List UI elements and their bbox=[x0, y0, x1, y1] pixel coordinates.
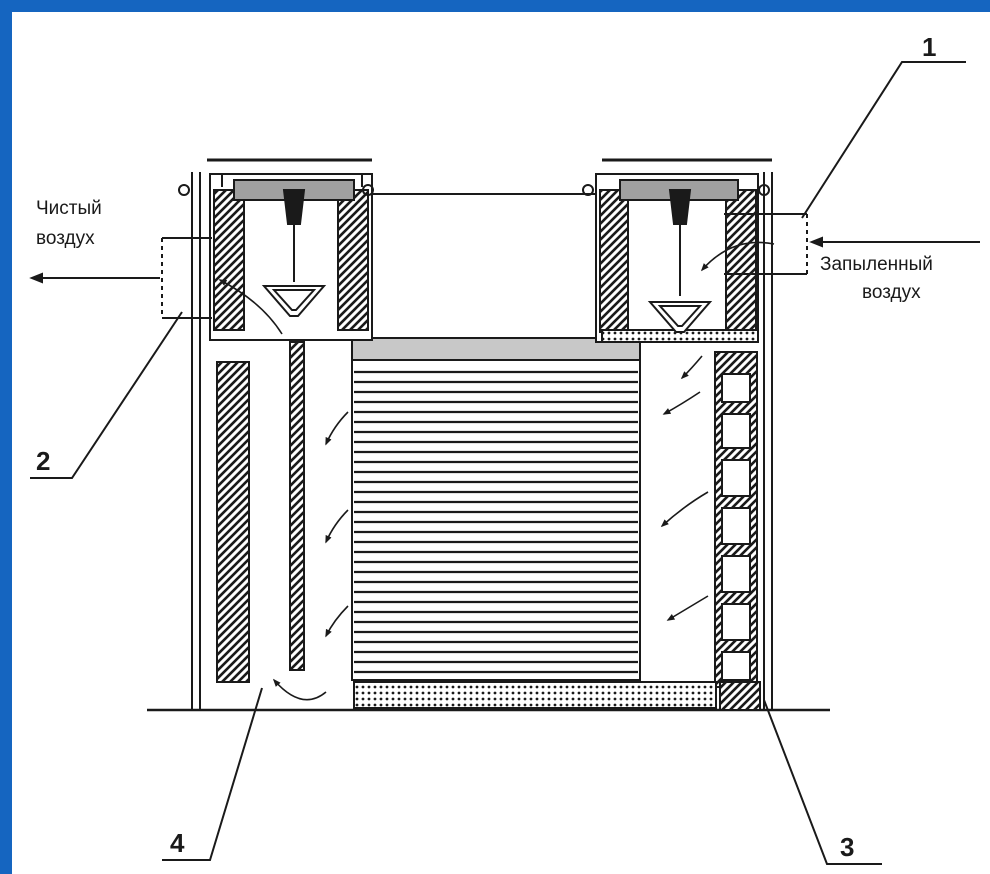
dusty-air-label-line2: воздух bbox=[862, 282, 921, 303]
airflow-arrows bbox=[218, 241, 775, 701]
callout-leaders bbox=[30, 61, 966, 865]
dusty-air-inlet-pipe bbox=[724, 213, 808, 275]
right-window-column bbox=[714, 351, 758, 688]
callout-3-leader bbox=[763, 699, 882, 865]
callout-3-label: 3 bbox=[840, 832, 854, 862]
right-base-hatched bbox=[719, 681, 761, 711]
filter-cartridge bbox=[351, 337, 641, 681]
filter-base-dotted bbox=[353, 681, 717, 709]
diagram-frame: Чистый воздух Запыленный воздух 1 2 3 4 bbox=[12, 12, 990, 874]
clean-air-outlet-pipe bbox=[161, 237, 212, 319]
dusty-air-label-line1: Запыленный bbox=[820, 254, 933, 275]
outer-housing bbox=[191, 158, 773, 710]
callout-1-leader bbox=[801, 61, 966, 219]
left-wall-hatched bbox=[216, 361, 250, 683]
callout-4-leader bbox=[162, 687, 263, 861]
callout-1-label: 1 bbox=[922, 32, 936, 62]
left-inner-baffle bbox=[289, 341, 305, 671]
callout-2-label: 2 bbox=[36, 446, 50, 476]
right-chamber bbox=[582, 173, 770, 343]
right-valve bbox=[647, 189, 713, 333]
filter-cross-section-diagram: Чистый воздух Запыленный воздух 1 2 3 4 bbox=[29, 32, 980, 865]
clean-air-label-line2: воздух bbox=[36, 228, 95, 249]
callout-2-leader bbox=[30, 311, 183, 479]
clean-air-label-line1: Чистый bbox=[36, 198, 102, 219]
left-valve bbox=[261, 189, 327, 317]
callout-4-label: 4 bbox=[170, 828, 185, 858]
left-chamber bbox=[178, 173, 374, 341]
